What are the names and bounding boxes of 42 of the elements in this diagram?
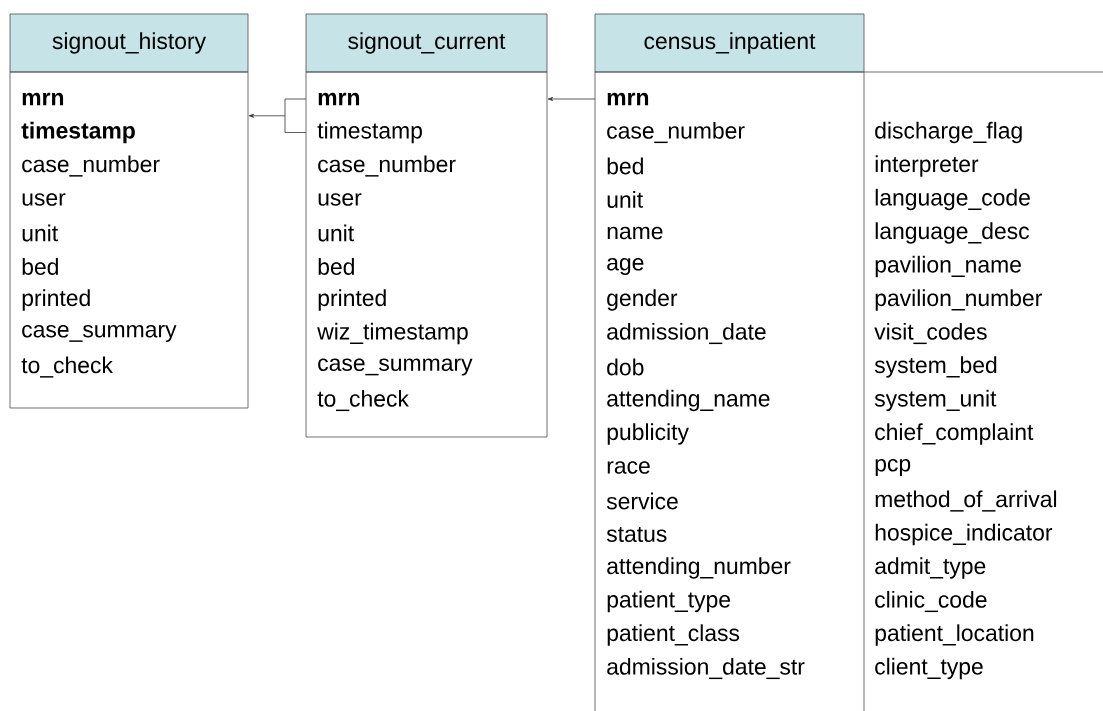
node-label: publicity <box>607 423 689 445</box>
node-label: system_bed <box>874 356 997 378</box>
node-label: hospice_indicator <box>875 523 1053 546</box>
node-label: service <box>606 492 678 510</box>
node-label: pcp <box>875 458 911 477</box>
node-label: patient_location <box>875 624 1034 646</box>
node-label: language_code <box>875 188 1030 211</box>
node-label: age <box>607 257 644 276</box>
node-label: signout_history <box>52 32 207 54</box>
node-label: pavilion_number <box>875 289 1042 311</box>
node-label: interpreter <box>875 155 979 177</box>
node-label: admit_type <box>875 557 986 579</box>
node-label: gender <box>607 289 678 311</box>
node-label: pavilion_name <box>875 255 1021 278</box>
arrow <box>547 97 596 101</box>
node-label: discharge_flag <box>875 121 1022 144</box>
node-label: status <box>606 526 667 543</box>
node-label: dob <box>607 358 644 376</box>
node-label: patient_class <box>607 624 740 646</box>
node-label: language_desc <box>875 222 1030 244</box>
node-label: chief_complaint <box>875 423 1034 445</box>
node-label: patient_type <box>607 590 731 613</box>
node-label: mrn <box>607 92 649 106</box>
node-label: admission_date_str <box>607 657 805 680</box>
node-label: method_of_arrival <box>875 490 1057 512</box>
node-label: attending_name <box>607 389 770 412</box>
node-label: unit <box>607 191 643 208</box>
node-label: admission_date <box>607 322 766 345</box>
node-label: visit_codes <box>874 322 987 345</box>
node-label: race <box>607 461 650 474</box>
node-label: bed <box>607 157 643 175</box>
node-label: client_type <box>875 657 983 680</box>
table-box: signout_history mrn timestamp case_number user unit bed printed case_summary to_check <box>9 13 249 409</box>
node-label: attending_number <box>607 557 791 579</box>
node-label: case_number <box>607 121 745 144</box>
node-label: name <box>607 226 663 240</box>
node-label: clinic_code <box>875 590 987 613</box>
arrow <box>248 98 307 133</box>
node-label: signout_current <box>348 32 506 54</box>
table-box: signout_current mrn timestamp case_number user unit bed printed wiz_timestamp case_summary to_check <box>305 13 548 438</box>
table-box: census_inpatient mrn case_number bed unit name age gender admission_date dob attending_name publicity race service status attending_number patient_type patient_class admission_date_str discharge_flag interpreter language_code language_desc pavilion_name pavilion_number visit_codes system_bed system_unit chief_complaint pcp method_of_arrival hospice_indicator admit_type clinic_code patient_location client_type <box>594 13 1103 711</box>
node-label: system_unit <box>874 389 997 412</box>
